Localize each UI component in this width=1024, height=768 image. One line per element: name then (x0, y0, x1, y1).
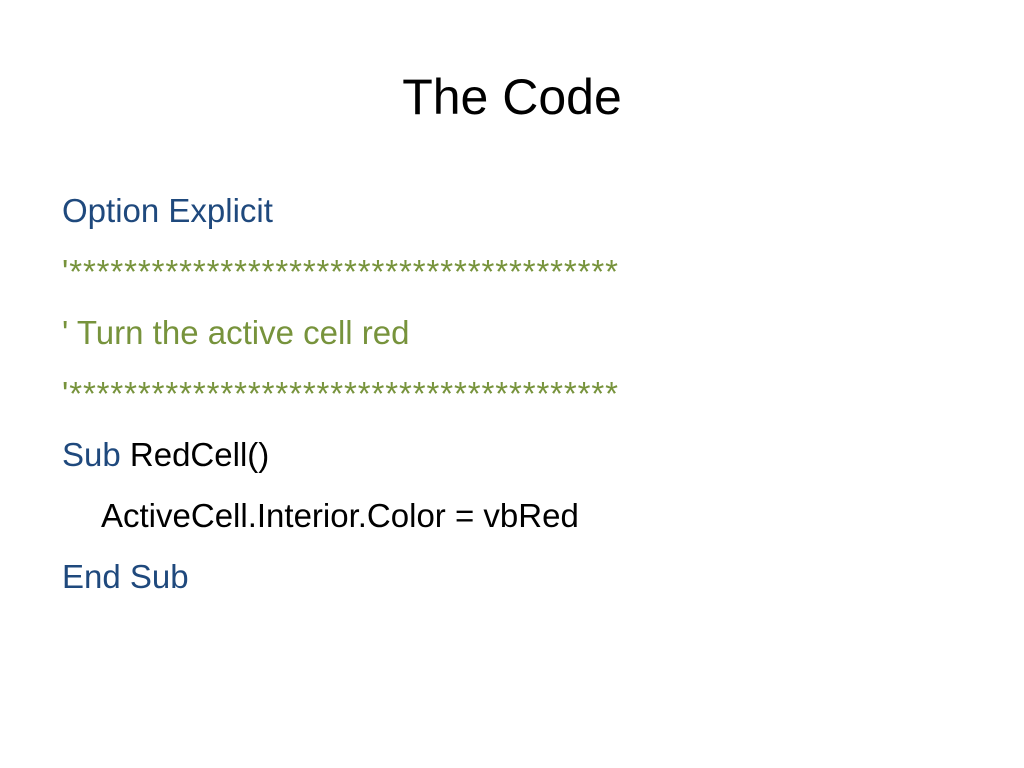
statement-line: ActiveCell.Interior.Color = vbRed (101, 497, 579, 534)
sub-declaration-line: Sub RedCell() (62, 430, 1002, 480)
comment-line: ' Turn the active cell red (62, 314, 410, 351)
comment-separator-bottom: '***************************************… (62, 375, 619, 412)
slide-title: The Code (402, 69, 622, 125)
comment-separator-top: '***************************************… (62, 253, 619, 290)
option-explicit-line: Option Explicit (62, 192, 273, 229)
sub-keyword: Sub (62, 436, 121, 473)
end-sub-line: End Sub (62, 558, 189, 595)
sub-name: RedCell() (120, 436, 270, 473)
code-block: Option Explicit '***********************… (62, 186, 1002, 613)
